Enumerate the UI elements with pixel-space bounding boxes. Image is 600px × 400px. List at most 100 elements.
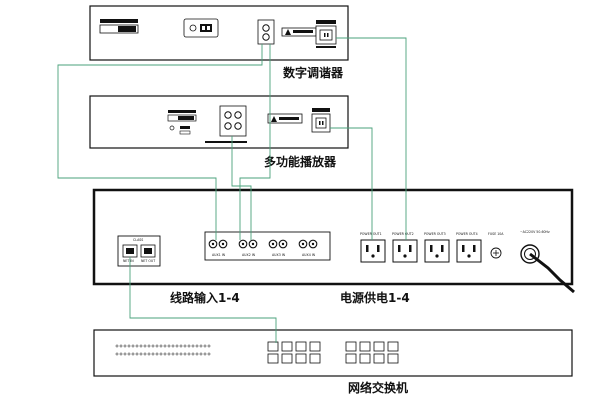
switch-led: [163, 352, 167, 356]
switch-port: [309, 353, 321, 364]
switch-led: [175, 352, 179, 356]
switch-led: [115, 344, 119, 348]
switch-port: [295, 353, 307, 364]
power-outlet-1: POWER OUT1: [360, 232, 386, 263]
aux3-label: AUX3 IN: [272, 253, 286, 257]
switch-led: [159, 352, 163, 356]
aux4-label: AUX4 IN: [302, 253, 316, 257]
aux3-jacks: [268, 239, 288, 249]
tuner-audio-out: [257, 19, 275, 45]
switch-led: [175, 344, 179, 348]
ac-power-cord: [529, 252, 575, 294]
switch-led: [119, 344, 123, 348]
switch-led: [135, 352, 139, 356]
aux2-label: AUX2 IN: [242, 253, 256, 257]
wiring: [57, 37, 407, 343]
switch-led: [191, 352, 195, 356]
switch-led: [203, 352, 207, 356]
switch-led: [123, 352, 127, 356]
switch-port: [359, 353, 371, 364]
player-power-block: [267, 108, 331, 133]
switch-led: [167, 344, 171, 348]
line-input-label: 线路输入1-4: [170, 290, 240, 305]
wire-tuner-audio-left: [57, 44, 263, 240]
switch-led: [207, 352, 211, 356]
power-out2-label: POWER OUT2: [392, 232, 414, 236]
aux1-label: AUX1 IN: [212, 253, 226, 257]
tuner-power-block: [281, 20, 337, 48]
switch-port: [295, 341, 307, 352]
switch-led: [179, 344, 183, 348]
tuner-label: 数字调谐器: [283, 65, 344, 80]
lan-port-label-in: NET IN: [123, 259, 134, 263]
switch-port: [345, 341, 357, 352]
fuse-holder: FUSE 10A: [488, 232, 504, 259]
switch-led: [127, 344, 131, 348]
switch-led: [119, 352, 123, 356]
switch-port: [267, 353, 279, 364]
switch-led: [171, 344, 175, 348]
tuner-display: [99, 19, 139, 34]
switch-port: [267, 341, 279, 352]
network-switch-unit: 网络交换机: [93, 329, 573, 395]
switch-led: [115, 352, 119, 356]
aux-input-panel: AUX1 IN AUX2 IN AUX3 IN AUX4 IN: [204, 231, 331, 261]
tuner-controls: [183, 18, 219, 38]
switch-led: [207, 344, 211, 348]
main-host-unit: CLASS NET IN NET OUT: [92, 188, 575, 294]
switch-led: [163, 344, 167, 348]
switch-led: [195, 344, 199, 348]
player-audio-out: [205, 105, 247, 143]
switch-led: [159, 344, 163, 348]
switch-led: [199, 344, 203, 348]
switch-led: [143, 344, 147, 348]
wire-player-audio: [231, 136, 252, 240]
ac-power-inlet: ~AC220V 50-60Hz: [520, 230, 575, 294]
switch-led: [203, 344, 207, 348]
power-out3-label: POWER OUT3: [424, 232, 446, 236]
switch-led: [139, 344, 143, 348]
switch-port: [373, 341, 385, 352]
switch-led: [199, 352, 203, 356]
switch-port: [345, 353, 357, 364]
switch-led: [187, 344, 191, 348]
switch-led: [147, 344, 151, 348]
multi-function-player-unit: 多功能播放器: [89, 95, 349, 169]
switch-port: [373, 353, 385, 364]
switch-port: [359, 341, 371, 352]
player-label: 多功能播放器: [264, 154, 337, 169]
switch-led: [127, 352, 131, 356]
power-outlet-2: POWER OUT2: [392, 232, 418, 263]
switch-port: [281, 341, 293, 352]
switch-led: [191, 344, 195, 348]
switch-led: [167, 352, 171, 356]
power-outlet-panel: POWER OUT1 POWER OUT2 POWER OUT3: [360, 232, 482, 263]
switch-led: [183, 344, 187, 348]
power-supply-label: 电源供电1-4: [340, 290, 410, 305]
switch-led: [187, 352, 191, 356]
switch-led: [179, 352, 183, 356]
switch-led: [139, 352, 143, 356]
switch-port-grid: [267, 341, 399, 364]
switch-led: [131, 344, 135, 348]
switch-led: [143, 352, 147, 356]
wire-lan-switch: [129, 257, 277, 343]
switch-led: [151, 344, 155, 348]
power-out1-label: POWER OUT1: [360, 232, 382, 236]
switch-port: [387, 353, 399, 364]
wire-tuner-audio-right: [239, 44, 271, 240]
switch-label: 网络交换机: [348, 380, 408, 395]
wire-player-power: [330, 127, 373, 240]
switch-port: [281, 353, 293, 364]
switch-led: [147, 352, 151, 356]
switch-led: [195, 352, 199, 356]
switch-led: [183, 352, 187, 356]
switch-led-rows: [115, 344, 211, 356]
player-display: [167, 110, 197, 135]
switch-port: [309, 341, 321, 352]
aux1-jacks: [208, 239, 228, 249]
power-outlet-4: POWER OUT4: [456, 232, 482, 263]
fuse-label: FUSE 10A: [488, 232, 504, 236]
switch-led: [123, 344, 127, 348]
